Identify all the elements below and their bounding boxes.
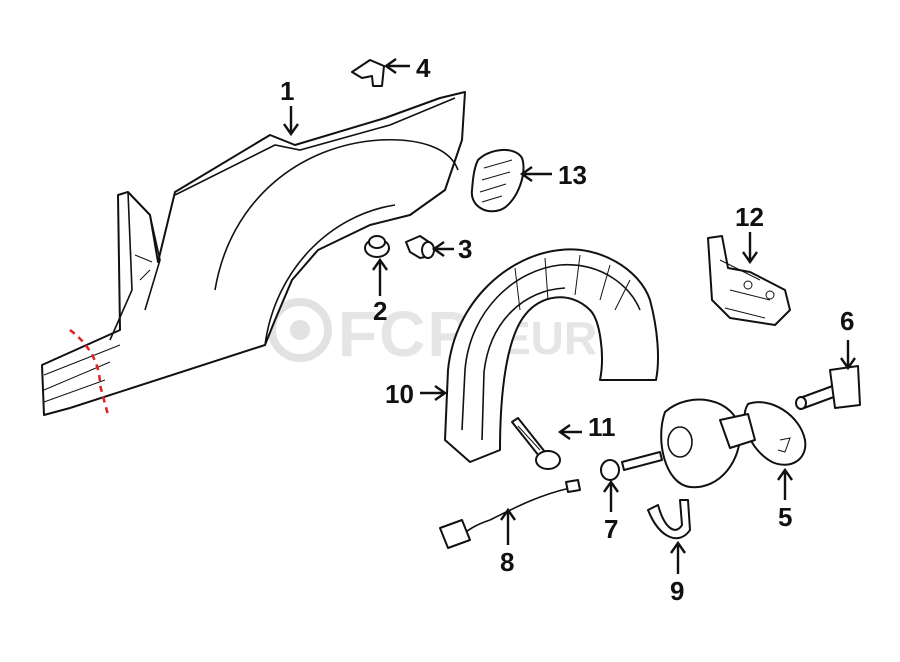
fuel-door-part[interactable]: [621, 398, 807, 489]
bolt-part[interactable]: [511, 417, 561, 470]
callout-label-10: 10: [385, 379, 414, 409]
callout-7: 7: [603, 479, 619, 544]
quarter-panel-part[interactable]: [41, 91, 466, 416]
wiring-harness-part[interactable]: [439, 479, 581, 549]
callout-label-2: 2: [373, 296, 387, 326]
callout-8: 8: [500, 507, 516, 577]
callout-label-11: 11: [588, 412, 616, 442]
callout-3: 3: [431, 234, 472, 264]
callout-12: 12: [735, 202, 764, 265]
callout-label-6: 6: [840, 306, 854, 336]
callout-label-1: 1: [280, 76, 294, 106]
callout-label-3: 3: [458, 234, 472, 264]
callout-label-5: 5: [778, 502, 792, 532]
callout-13: 13: [519, 160, 587, 190]
callout-label-12: 12: [735, 202, 764, 232]
plug-part[interactable]: [600, 459, 620, 481]
vent-grille-part[interactable]: [470, 149, 525, 213]
hinge-pin-part[interactable]: [795, 365, 861, 410]
callout-2: 2: [372, 257, 388, 326]
callout-label-4: 4: [416, 53, 431, 83]
wheelhouse-liner-part[interactable]: [444, 248, 659, 463]
push-nut-part[interactable]: [364, 235, 390, 258]
bracket-part[interactable]: [707, 235, 791, 326]
callout-label-8: 8: [500, 547, 514, 577]
callout-6: 6: [840, 306, 856, 371]
callout-label-7: 7: [604, 514, 618, 544]
drain-hose-part[interactable]: [647, 499, 691, 540]
callout-11: 11: [557, 412, 616, 442]
callout-4: 4: [383, 53, 431, 83]
callout-1: 1: [280, 76, 299, 137]
watermark-fcp: FCP: [338, 298, 472, 370]
callout-label-13: 13: [558, 160, 587, 190]
callout-label-9: 9: [670, 576, 684, 606]
clip-part-4[interactable]: [351, 59, 385, 87]
callout-10: 10: [385, 379, 448, 409]
callout-5: 5: [777, 467, 793, 532]
callout-9: 9: [670, 540, 686, 606]
push-clip-part[interactable]: [405, 235, 435, 259]
cut-line: [69, 329, 110, 416]
